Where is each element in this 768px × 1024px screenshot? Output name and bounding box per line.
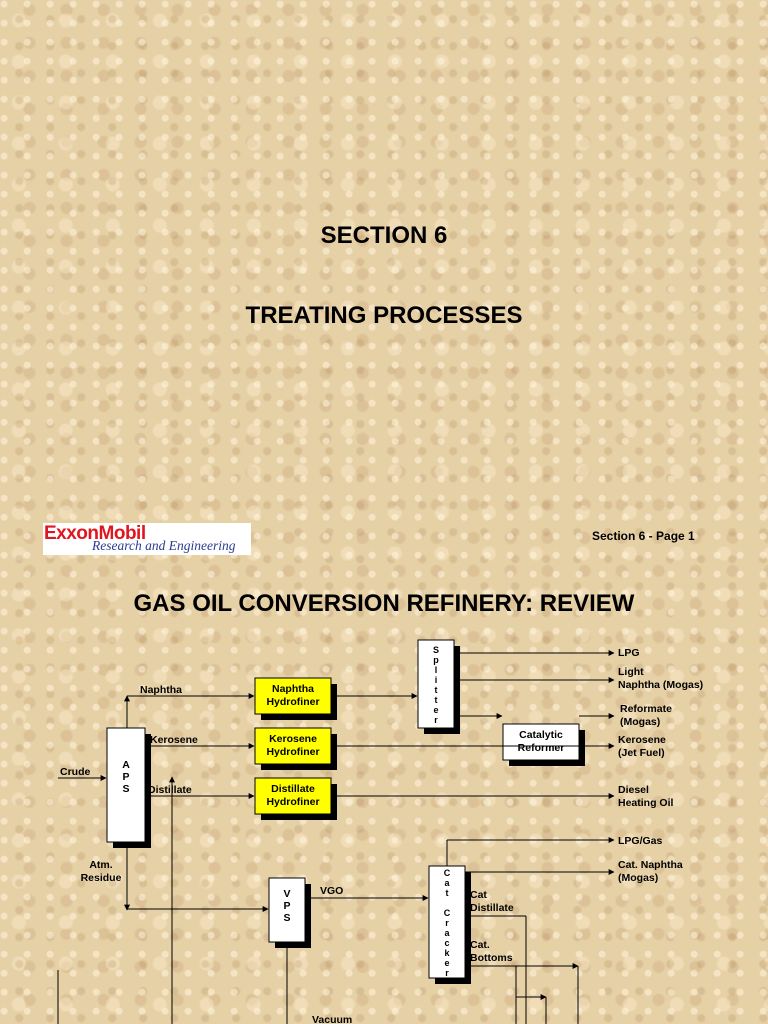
splitter-char: S [433,645,439,655]
distillate-hf-line1: Distillate [271,783,315,795]
lpg-gas-label: LPG/Gas [618,835,663,847]
catalytic-reformer-box [502,723,580,761]
splitter-label: S p l i t t e r [433,645,439,725]
atm-residue-line1: Atm. [89,859,112,871]
aps-label-1: A [122,759,130,771]
atm-residue-line2: Residue [81,872,122,884]
cracker-char: a [444,878,450,888]
distillate-label: Distillate [148,784,192,796]
aps-label-2: P [122,771,129,783]
kerosene-hf-line2: Hydrofiner [266,746,319,758]
distillate-hydrofiner-box [254,777,332,815]
cracker-char: C [444,908,451,918]
light-naphtha-line2: Naphtha (Mogas) [618,679,703,691]
cracker-char: a [444,928,450,938]
splitter-char: r [434,715,438,725]
logo-brand: ExxonMobil [44,523,146,544]
exxonmobil-logo: ExxonMobil Research and Engineering [43,523,251,555]
aps-label-3: S [122,783,129,795]
reformer-line1: Catalytic [519,729,563,741]
vgo-label: VGO [320,885,343,897]
vps-label-2: P [283,900,290,912]
diagram-title: GAS OIL CONVERSION REFINERY: REVIEW [133,590,635,617]
naphtha-hf-line2: Hydrofiner [266,696,319,708]
section-subtitle: TREATING PROCESSES [245,302,523,329]
refinery-flow-diagram: A P S S p l i t t e r Naphtha Hydrofiner… [57,639,703,1024]
cracker-char: c [444,938,449,948]
cracker-char: t [446,888,449,898]
splitter-char: i [435,675,438,685]
naphtha-label: Naphtha [140,684,182,696]
kerosene-hydrofiner-box [254,727,332,765]
cracker-char: k [444,948,450,958]
cat-bottoms-line2: Bottoms [470,952,513,964]
distillate-hf-line2: Hydrofiner [266,796,319,808]
cracker-char: C [444,868,451,878]
vps-label-1: V [283,888,290,900]
vps-box [268,877,306,943]
diesel-line1: Diesel [618,784,649,796]
reformate-line2: (Mogas) [620,716,660,728]
kerosene-product-line2: (Jet Fuel) [618,747,665,759]
kerosene-product-line1: Kerosene [618,734,666,746]
splitter-box [417,639,455,729]
cat-naphtha-line1: Cat. Naphtha [618,859,683,871]
light-naphtha-line1: Light [618,666,644,678]
diesel-line2: Heating Oil [618,797,674,809]
cracker-char: r [445,918,449,928]
reformer-line2: Reformer [518,742,565,754]
cat-distillate-line1: Cat [470,889,487,901]
vacuum-label: Vacuum [312,1014,352,1024]
naphtha-hf-line1: Naphtha [272,683,314,695]
section-title: SECTION 6 [320,222,448,249]
splitter-char: t [435,685,438,695]
cat-cracker-box [428,865,466,979]
kerosene-hf-line1: Kerosene [269,733,317,745]
kerosene-label: Kerosene [150,734,198,746]
cat-naphtha-line2: (Mogas) [618,872,658,884]
logo-subtitle: Research and Engineering [92,538,236,553]
cracker-char: e [444,958,449,968]
page-number: Section 6 - Page 1 [592,529,695,543]
aps-box [106,727,146,843]
splitter-char: p [433,655,439,665]
splitter-char: t [435,695,438,705]
crude-label: Crude [60,766,90,778]
splitter-char: l [435,665,438,675]
reformate-line1: Reformate [620,703,672,715]
cat-distillate-line2: Distillate [470,902,514,914]
splitter-char: e [433,705,438,715]
lpg-label: LPG [618,647,640,659]
cracker-char: r [445,968,449,978]
cat-cracker-label: C a t C r a c k e r [444,868,451,978]
cat-bottoms-line1: Cat. [470,939,490,951]
vps-label-3: S [283,912,290,924]
